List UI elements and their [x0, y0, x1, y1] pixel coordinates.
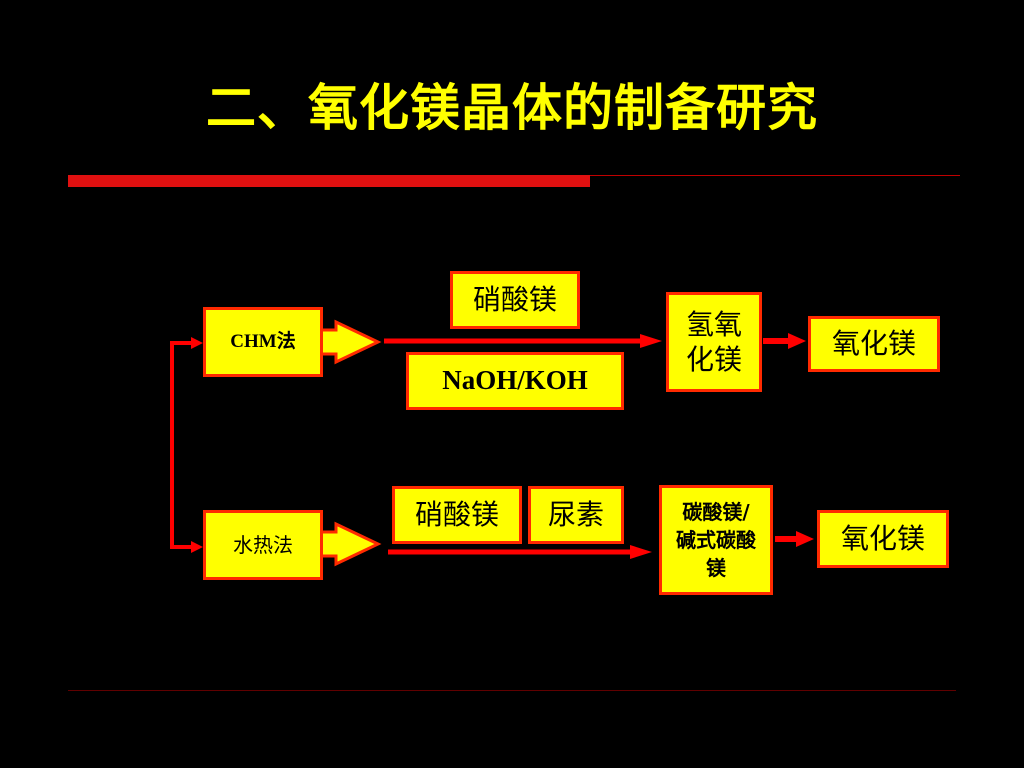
chm-reagent-magnesium-nitrate: 硝酸镁 — [450, 271, 580, 329]
chm-method-box: CHM法 — [203, 307, 323, 377]
method-bracket — [170, 337, 203, 553]
hydro-arrow-to-intermediate — [388, 545, 652, 559]
chm-arrow-to-product — [763, 333, 806, 349]
chm-arrow-to-intermediate — [384, 334, 662, 348]
hydrothermal-method-box: 水热法 — [203, 510, 323, 580]
hydro-product-magnesium-oxide: 氧化镁 — [817, 510, 949, 568]
hydro-intermediate-magnesium-carbonate: 碳酸镁/碱式碳酸镁 — [659, 485, 773, 595]
hydro-reagent-urea: 尿素 — [528, 486, 624, 544]
title-underline-thin — [590, 175, 960, 176]
title-underline-thick — [68, 175, 590, 187]
chm-intermediate-magnesium-hydroxide: 氢氧化镁 — [666, 292, 762, 392]
chm-reagent-naoh-koh: NaOH/KOH — [406, 352, 624, 410]
chm-product-magnesium-oxide: 氧化镁 — [808, 316, 940, 372]
footer-rule — [68, 690, 956, 691]
chm-block-arrow — [318, 319, 382, 365]
hydro-reagent-magnesium-nitrate: 硝酸镁 — [392, 486, 522, 544]
slide-title: 二、氧化镁晶体的制备研究 — [206, 79, 818, 137]
hydro-block-arrow — [318, 521, 382, 567]
hydro-arrow-to-product — [775, 531, 814, 547]
